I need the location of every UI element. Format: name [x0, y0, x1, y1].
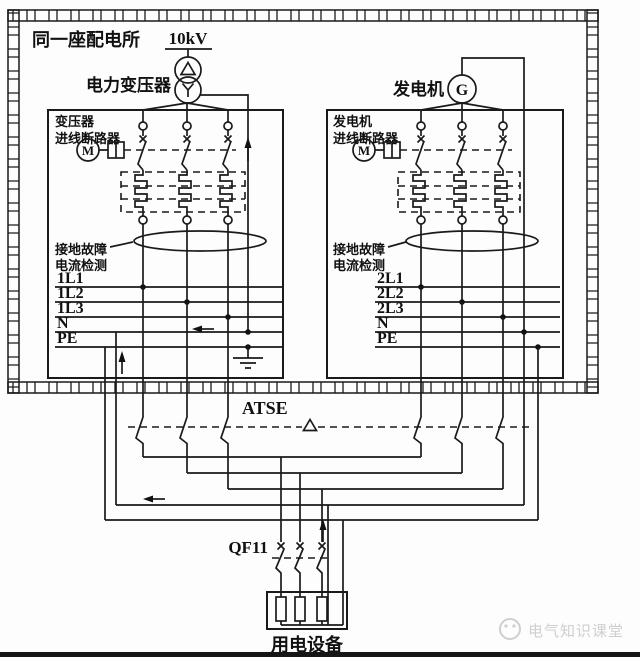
incoming-feeder-line — [165, 48, 212, 57]
gfd-label-line2: 电流检测 — [333, 258, 385, 273]
bus-label-n: N — [377, 315, 389, 332]
transformer-label: 电力变压器 — [86, 75, 172, 95]
operator-link — [375, 142, 393, 158]
atse-label: ATSE — [242, 398, 288, 418]
ground-fault-ct-icon — [133, 230, 267, 252]
transformer-neutral-conductor — [200, 94, 249, 332]
atse-pole-right-b — [454, 302, 463, 473]
transformer-source: 10kV 电力变压器 — [86, 29, 252, 332]
generator-label: 发电机 — [392, 79, 444, 99]
breaker-pole-b — [453, 110, 467, 302]
load-equipment: 用电设备 — [266, 591, 348, 655]
watermark-logo-icon — [499, 618, 521, 640]
voltage-label: 10kV — [169, 29, 208, 48]
bus-label-1l1: 1L1 — [57, 270, 84, 287]
generator-neutral-conductor — [461, 57, 525, 332]
panel-enclosure — [326, 109, 564, 379]
transformer-phase-fanout — [142, 102, 229, 111]
n-run-left-arrow — [143, 495, 165, 503]
breaker-label-line1: 发电机 — [332, 114, 372, 129]
bus-bars — [55, 286, 283, 348]
bottom-bar — [0, 652, 640, 657]
n-drop-up-arrow — [319, 519, 327, 542]
motor-letter: M — [82, 143, 94, 158]
generator-letter: G — [456, 82, 469, 99]
load-resistor-icon — [275, 596, 287, 622]
site-label: 同一座配电所 — [32, 29, 140, 50]
wye-winding-icon — [181, 82, 195, 97]
generator-phase-fanout — [420, 102, 504, 111]
trip-unit-dashed-box — [397, 171, 521, 213]
qf11-pole-c — [315, 541, 327, 597]
gfd-label-line2: 电流检测 — [55, 258, 107, 273]
load-box — [266, 591, 348, 630]
transformer-incomer-panel: 变压器 进线断路器 M 接地故障 电流检测 1L1 1L2 1L3 N P — [47, 109, 284, 520]
load-resistor-icon — [294, 596, 306, 622]
pe-current-up-arrow — [118, 351, 126, 374]
watermark: 电气知识课堂 — [499, 618, 624, 640]
watermark-text: 电气知识课堂 — [528, 623, 624, 640]
earth-ground-icon — [233, 347, 263, 369]
gfd-leader-line — [387, 241, 407, 248]
qf11-pole-a — [274, 541, 286, 597]
load-bottom-rail — [280, 621, 343, 626]
ground-fault-ct-icon — [405, 230, 539, 252]
gfd-leader-line — [109, 241, 134, 248]
breaker-pole-a — [134, 110, 148, 287]
bus-label-2l2: 2L2 — [377, 285, 404, 302]
qf11-breaker: QF11 — [228, 538, 332, 597]
load-resistor-icon — [316, 596, 328, 622]
breaker-pole-b — [178, 110, 192, 302]
load-label: 用电设备 — [271, 634, 344, 655]
gfd-label-line1: 接地故障 — [55, 242, 107, 257]
qf11-label: QF11 — [228, 538, 268, 557]
panel-enclosure — [47, 109, 284, 379]
atse-pole-left-c — [220, 317, 229, 489]
bus-label-pe: PE — [57, 330, 77, 347]
atse-pole-left-a — [135, 287, 144, 457]
trip-unit-inner-dashes — [121, 185, 245, 200]
breaker-pole-a — [412, 110, 426, 287]
bus-label-1l3: 1L3 — [57, 300, 84, 317]
operator-link — [99, 142, 117, 158]
qf11-pole-b — [293, 541, 305, 597]
atse-pole-right-a — [413, 287, 422, 457]
n-bus-left-arrow — [192, 325, 214, 333]
breaker-pole-c — [219, 110, 233, 317]
delta-winding-icon — [179, 60, 197, 76]
load-feeder-drops — [280, 457, 344, 625]
atse-section: ATSE — [105, 287, 538, 625]
bus-label-2l1: 2L1 — [377, 270, 404, 287]
bus-label-1l2: 1L2 — [57, 285, 84, 302]
generator-source: G 发电机 — [392, 57, 525, 332]
trip-unit-inner-dashes — [398, 185, 520, 200]
neutral-current-up-arrow — [244, 137, 252, 161]
bus-label-2l3: 2L3 — [377, 300, 404, 317]
substation-wall — [7, 9, 599, 394]
bus-label-n: N — [57, 315, 69, 332]
atse-pole-left-b — [179, 302, 188, 473]
bus-bars — [375, 286, 560, 348]
atse-pole-right-c — [495, 317, 504, 489]
motor-letter: M — [358, 143, 370, 158]
trip-unit-dashed-box — [120, 171, 246, 213]
output-collector-buses — [105, 456, 538, 521]
breaker-label-line1: 变压器 — [55, 114, 95, 129]
n-pe-feeders-down — [523, 332, 539, 520]
n-pe-feeders-down — [104, 332, 117, 520]
breaker-pole-c — [494, 110, 508, 317]
bus-label-pe: PE — [377, 330, 397, 347]
generator-incomer-panel: 发电机 进线断路器 M 接地故障 电流检测 2L1 2L2 2L3 N PE — [326, 109, 564, 520]
transformer-primary-winding-icon — [174, 56, 202, 84]
atse-linkage-triangle-icon — [302, 417, 318, 432]
gfd-label-line1: 接地故障 — [333, 242, 385, 257]
